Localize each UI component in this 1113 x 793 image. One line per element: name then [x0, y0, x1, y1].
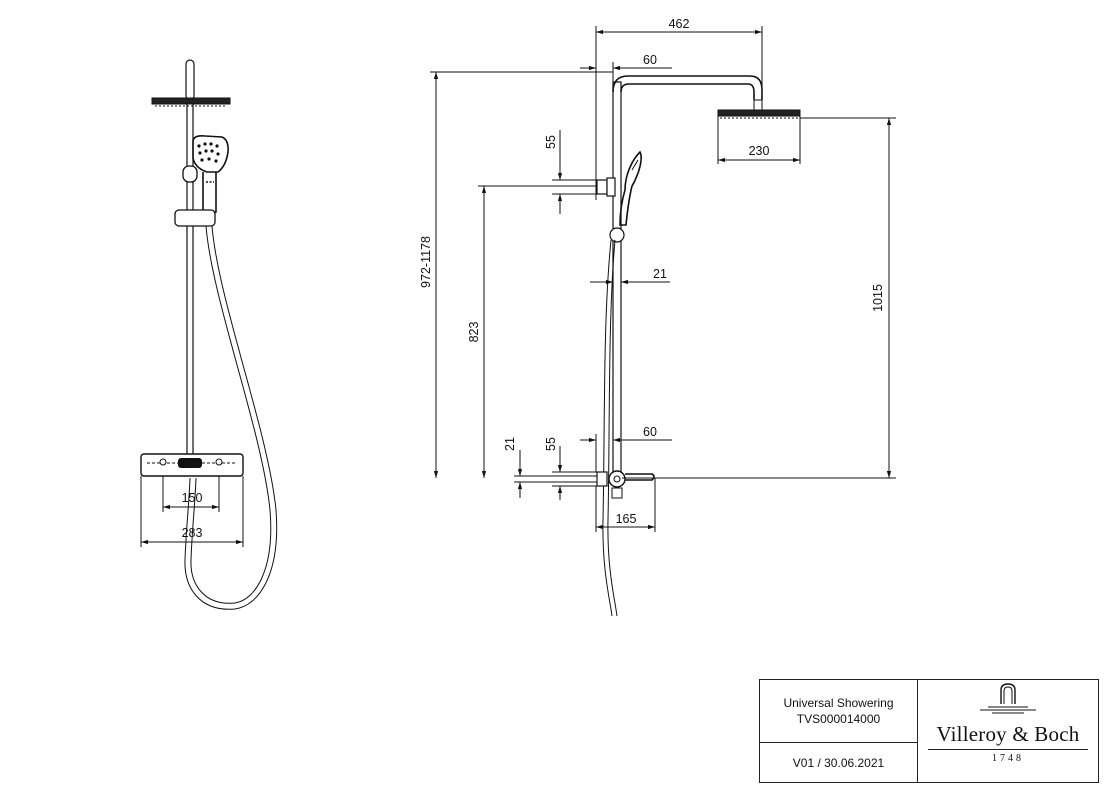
front-riser-rail — [186, 94, 194, 456]
front-slider — [174, 165, 216, 227]
side-dim-462: 462 — [669, 17, 690, 31]
title-block: Universal Showering TVS000014000 V01 / 3… — [759, 679, 1099, 783]
side-lower-mixer — [596, 470, 655, 499]
side-view: 462 60 972-1178 55 823 230 1015 21 — [419, 17, 896, 617]
front-dim-283: 283 — [182, 526, 203, 540]
title-block-version: V01 / 30.06.2021 — [760, 743, 917, 782]
side-dim-21-bottom: 21 — [503, 437, 517, 451]
side-dim-823: 823 — [467, 322, 481, 343]
front-shower-head — [151, 97, 231, 107]
product-code: TVS000014000 — [796, 712, 881, 726]
title-block-info: Universal Showering TVS000014000 V01 / 3… — [760, 680, 918, 782]
side-riser — [612, 81, 622, 475]
front-top-cap — [185, 59, 195, 101]
brand-name: Villeroy & Boch — [936, 722, 1080, 746]
front-thermostat — [140, 453, 244, 477]
title-block-product: Universal Showering TVS000014000 — [760, 680, 917, 743]
side-hand-shower — [619, 150, 642, 226]
side-shower-head — [717, 109, 801, 119]
side-arm — [612, 75, 763, 100]
side-upper-bracket — [596, 177, 616, 197]
side-dim-972-1178: 972-1178 — [419, 236, 433, 288]
brand-year: 1748 — [992, 753, 1024, 764]
product-name: Universal Showering — [783, 696, 894, 710]
side-dim-60-bottom: 60 — [643, 425, 657, 439]
faucet-logo-icon — [980, 683, 1036, 714]
side-dim-230: 230 — [749, 144, 770, 158]
side-dim-55-upper: 55 — [544, 135, 558, 149]
front-dim-150: 150 — [182, 491, 203, 505]
side-dim-1015: 1015 — [871, 284, 885, 312]
brand-logo: Villeroy & Boch 1748 — [918, 680, 1098, 782]
brand-rule — [928, 749, 1088, 750]
version-date: V01 / 30.06.2021 — [792, 755, 885, 770]
side-dim-55-bottom: 55 — [544, 437, 558, 451]
side-hose — [602, 239, 613, 617]
front-hand-shower — [192, 135, 229, 213]
front-view: 150 283 — [140, 59, 278, 610]
side-dim-60-top: 60 — [643, 53, 657, 67]
side-slider — [609, 227, 625, 243]
side-dim-21-bar: 21 — [653, 267, 667, 281]
front-hose — [190, 225, 272, 604]
side-dim-165: 165 — [616, 512, 637, 526]
